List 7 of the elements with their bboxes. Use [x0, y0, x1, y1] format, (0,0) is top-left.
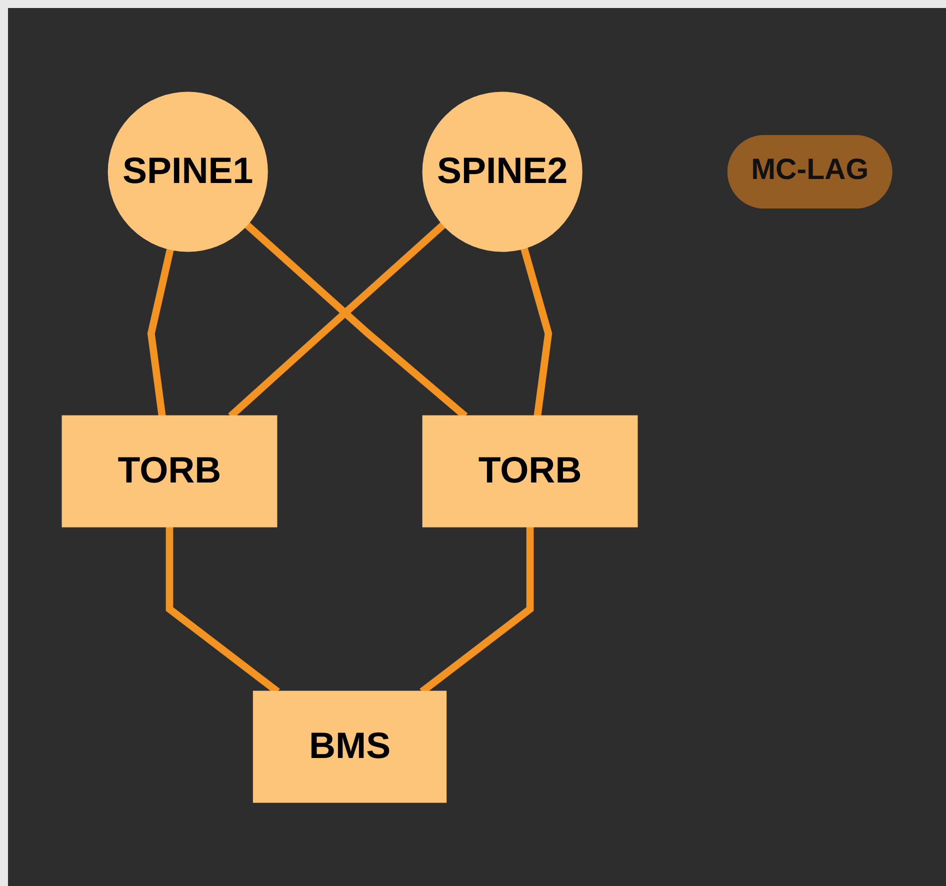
node-box: TORB: [62, 415, 278, 528]
node-circle: SPINE2: [422, 92, 582, 252]
connector: [147, 248, 174, 416]
node-circle: SPINE1: [108, 92, 268, 252]
node-box: BMS: [252, 690, 447, 802]
node-box: TORB: [422, 415, 638, 528]
connector: [520, 246, 552, 416]
